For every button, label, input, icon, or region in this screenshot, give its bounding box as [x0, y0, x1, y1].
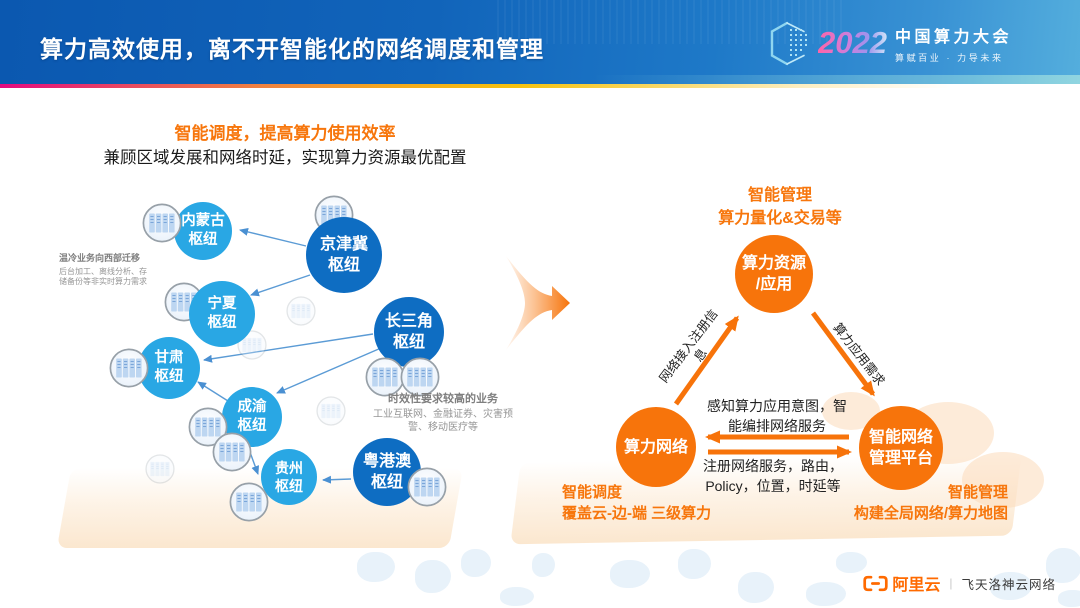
hub-name: 宁夏 [207, 296, 237, 312]
note-west-migration: 温冷业务向西部迁移 后台加工、离线分析、存储备份等非实时算力需求 [59, 252, 153, 286]
node-line: 算力资源 [741, 255, 806, 272]
note-title: 温冷业务向西部迁移 [59, 253, 141, 263]
note-title: 时效性要求较高的业务 [388, 393, 498, 405]
edge-label-services: 注册网络服务，路由，Policy，位置，时延等 [703, 458, 843, 494]
node-computing-network: 算力网络 [616, 407, 696, 487]
caption-line: 智能管理 [747, 187, 812, 204]
transition-arrow [506, 256, 570, 350]
hub-suffix: 枢纽 [275, 478, 303, 494]
edge-label-orchestration: 感知算力应用意图，智能编排网络服务 [707, 398, 847, 434]
hub-name: 长三角 [384, 313, 433, 330]
bg-blob [738, 572, 774, 603]
event-name: 中国算力大会 [894, 28, 1012, 46]
datacenter-icon [365, 357, 405, 397]
hub-ningxia: 宁夏 枢纽 [189, 281, 255, 347]
hub-guizhou: 贵州 枢纽 [261, 449, 317, 505]
tech-cube-icon [770, 21, 807, 65]
bg-blob [610, 560, 650, 588]
hub-suffix: 枢纽 [237, 418, 267, 434]
datacenter-icon-faint [316, 396, 346, 426]
caption-line: 智能调度 [562, 484, 623, 501]
bg-blob [415, 560, 451, 593]
caption-smart-management-top: 智能管理 算力量化&交易等 [670, 184, 890, 230]
note-latency-business: 时效性要求较高的业务 工业互联网、金融证券、灾害预警、移动医疗等 [368, 392, 518, 434]
caption-line: 智能管理 [947, 484, 1008, 501]
bg-blob [357, 552, 395, 582]
hub-neimenggu: 内蒙古 枢纽 [174, 202, 232, 260]
bg-blob [461, 549, 491, 577]
bg-blob [532, 553, 555, 577]
note-desc: 工业互联网、金融证券、灾害预警、移动医疗等 [373, 409, 513, 433]
alibaba-cloud-logo-icon [863, 575, 888, 591]
caption-line: 构建全局网络/算力地图 [853, 505, 1008, 522]
hub-suffix: 枢纽 [154, 369, 184, 385]
hub-name: 京津冀 [319, 236, 368, 253]
datacenter-icon [142, 203, 182, 243]
hub-changsanjiao: 长三角 枢纽 [374, 297, 444, 367]
footer-brand-bar: 阿里云 | 飞天洛神云网络 [862, 571, 1056, 595]
datacenter-icon [407, 467, 447, 507]
hub-suffix: 枢纽 [188, 232, 218, 248]
caption-line: 算力量化&交易等 [718, 210, 842, 227]
event-year: 2022 [818, 25, 887, 60]
footer-brand: 阿里云 [892, 577, 941, 594]
bg-blob [1046, 548, 1080, 583]
datacenter-icon [400, 357, 440, 397]
bg-blob [806, 582, 846, 606]
hub-name: 成渝 [237, 399, 267, 415]
datacenter-icon [109, 348, 149, 388]
peach-blob [962, 452, 1044, 508]
caption-smart-scheduling-bottom: 智能调度 覆盖云-边-端 三级算力 [562, 482, 772, 524]
footer-product: 飞天洛神云网络 [961, 577, 1056, 592]
node-computing-resource: 算力资源 /应用 [735, 235, 813, 313]
hub-name: 内蒙古 [181, 213, 225, 229]
bg-blob [1058, 590, 1080, 607]
node-line: 算力网络 [623, 438, 688, 456]
datacenter-icon-faint [145, 454, 175, 484]
hub-suffix: 枢纽 [207, 315, 237, 331]
hub-suffix: 枢纽 [370, 474, 403, 491]
left-panel-heading: 智能调度，提高算力使用效率 兼顾区域发展和网络时延，实现算力资源最优配置 [70, 122, 500, 171]
bg-blob [678, 549, 711, 579]
node-line: 管理平台 [868, 450, 933, 467]
node-smart-network-platform: 智能网络 管理平台 [859, 406, 943, 490]
hub-name: 甘肃 [154, 350, 184, 366]
event-slogan: 算赋百业 · 力导未来 [894, 52, 1004, 63]
hub-yuegangao: 粤港澳 枢纽 [353, 438, 421, 506]
note-desc: 后台加工、离线分析、存储备份等非实时算力需求 [59, 267, 147, 286]
node-line: /应用 [755, 276, 793, 293]
hub-name: 贵州 [275, 460, 303, 476]
bg-blob [500, 587, 534, 606]
datacenter-icon-faint [286, 296, 316, 326]
header-bar: 算力高效使用，离不开智能化的网络调度和管理 2022 中国算力大会 算赋百业 ·… [0, 0, 1080, 84]
caption-line: 覆盖云-边-端 三级算力 [562, 505, 712, 522]
header-accent-strip [0, 84, 1080, 88]
hub-suffix: 枢纽 [327, 257, 360, 274]
slide-title: 算力高效使用，离不开智能化的网络调度和管理 [40, 36, 544, 62]
hub-chengyu: 成渝 枢纽 [222, 387, 282, 447]
triangle-arrows [673, 311, 876, 459]
event-logo: 2022 中国算力大会 算赋百业 · 力导未来 [768, 16, 1012, 70]
datacenter-icon [229, 482, 269, 522]
footer-divider: | [949, 576, 953, 590]
hub-name: 粤港澳 [362, 453, 411, 470]
node-line: 智能网络 [868, 429, 933, 446]
datacenter-icon [212, 432, 252, 472]
hub-jingjinji: 京津冀 枢纽 [306, 217, 382, 293]
left-panel-title: 智能调度，提高算力使用效率 [174, 124, 396, 143]
bg-blob [990, 572, 1032, 600]
left-panel-subtitle: 兼顾区域发展和网络时延，实现算力资源最优配置 [103, 149, 467, 167]
bg-blob [836, 552, 867, 573]
hub-suffix: 枢纽 [392, 334, 425, 351]
caption-smart-management-bottom: 智能管理 构建全局网络/算力地图 [806, 482, 1008, 524]
